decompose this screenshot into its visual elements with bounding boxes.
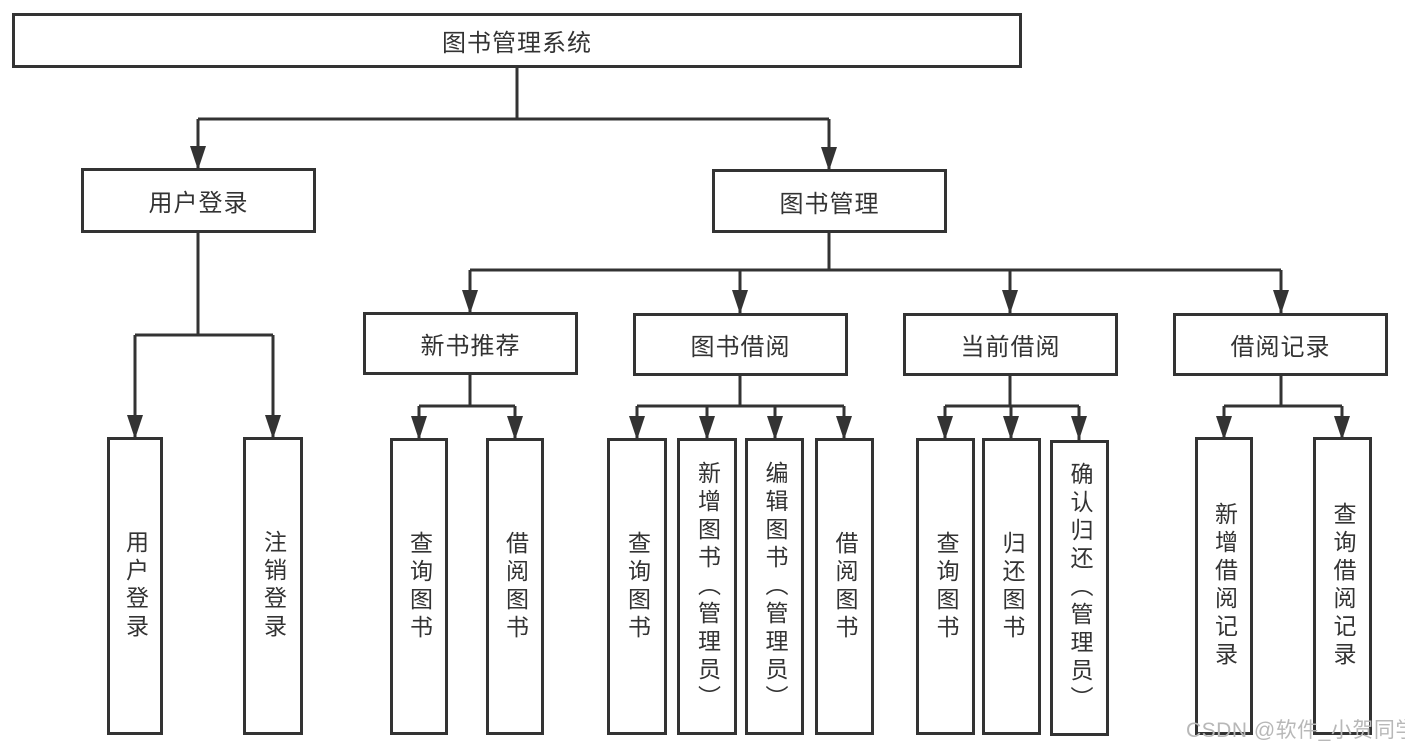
leaf-add-borrow-record: 新增借阅记录 [1195,437,1253,735]
leaf-add-book-admin: 新增图书（管理员） [677,438,737,735]
node-book-management: 图书管理 [712,169,947,233]
node-current-borrow: 当前借阅 [903,313,1118,376]
node-root: 图书管理系统 [12,13,1022,68]
leaf-query-books-recommend: 查询图书 [390,438,448,735]
leaf-logout: 注销登录 [243,437,303,735]
node-borrow-records: 借阅记录 [1173,313,1388,376]
leaf-borrow-books: 借阅图书 [815,438,874,735]
leaf-user-login: 用户登录 [107,437,163,735]
leaf-borrow-books-recommend: 借阅图书 [486,438,544,735]
node-book-borrow: 图书借阅 [633,313,848,376]
leaf-query-borrow-record: 查询借阅记录 [1313,437,1372,735]
leaf-query-books-borrow: 查询图书 [607,438,667,735]
leaf-confirm-return-admin: 确认归还（管理员） [1050,440,1109,736]
node-user-login: 用户登录 [81,168,316,233]
leaf-return-book: 归还图书 [982,438,1041,735]
leaf-edit-book-admin: 编辑图书（管理员） [745,438,804,735]
leaf-query-books-current: 查询图书 [916,438,975,735]
node-new-book-recommend: 新书推荐 [363,312,578,375]
csdn-watermark: CSDN @软件_小贺同学 [1186,719,1405,742]
